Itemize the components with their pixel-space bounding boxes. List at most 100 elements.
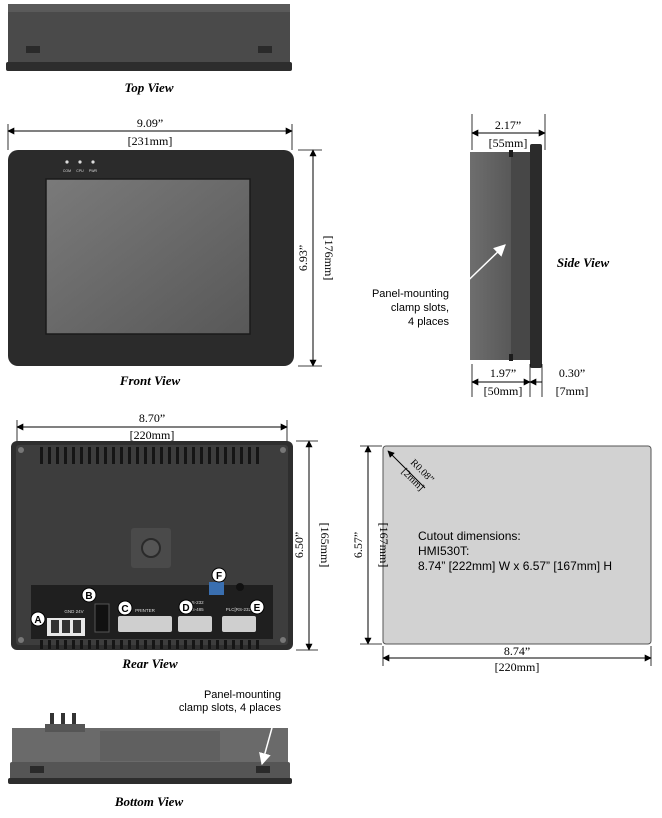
vent-slot <box>96 640 99 649</box>
vent-slot <box>136 640 139 649</box>
power-terminal-label: GND 24V <box>64 609 83 614</box>
side-note-line1: Panel-mounting <box>372 288 449 300</box>
top-view-body <box>8 4 290 66</box>
side-bezel-in: 0.30” <box>559 366 585 380</box>
vent-slot <box>248 447 251 464</box>
terminal-screw-3 <box>73 620 81 633</box>
bottom-terminal-pin-3 <box>72 713 76 729</box>
side-view-bezel <box>530 144 542 368</box>
top-view: Top View <box>6 4 292 95</box>
vent-slot <box>208 640 211 649</box>
led-cpu-label: CPU <box>76 169 84 173</box>
vent-slot <box>80 447 83 464</box>
rear-screw-br <box>280 637 286 643</box>
bottom-view-base <box>10 762 290 781</box>
terminal-screw-2 <box>62 620 70 633</box>
front-width-in: 9.09” <box>137 116 163 130</box>
rear-view: 8.70” [220mm] GND 24V PRINTER RS-232 RS-… <box>11 411 332 671</box>
vent-slot <box>240 447 243 464</box>
vent-slot <box>48 640 51 649</box>
vent-slot <box>224 447 227 464</box>
cutout-text-line2: HMI530T: <box>418 544 469 558</box>
vent-slot <box>120 447 123 464</box>
vent-slot <box>208 447 211 464</box>
vent-slot <box>184 640 187 649</box>
cutout-radius-arrow <box>387 450 426 489</box>
cutout-height-mm: [167mm] <box>377 523 391 568</box>
side-depth-in: 2.17” <box>495 118 521 132</box>
vent-slot <box>168 447 171 464</box>
rear-vents-top <box>40 447 259 464</box>
vent-slot <box>88 447 91 464</box>
vent-slot <box>120 640 123 649</box>
callout-a: A <box>30 611 46 627</box>
led-cpu-icon <box>78 160 82 164</box>
cutout-width-in: 8.74” <box>504 644 530 658</box>
bottom-view: Panel-mounting clamp slots, 4 places Bot… <box>8 689 292 809</box>
callout-f-label: F <box>216 571 222 582</box>
cutout-text-line3: 8.74” [222mm] W x 6.57” [167mm] H <box>418 559 612 573</box>
bottom-terminal-pin-2 <box>61 713 65 729</box>
callout-b-label: B <box>85 591 92 602</box>
bottom-note-line2: clamp slots, 4 places <box>179 702 282 714</box>
cutout-text-line1: Cutout dimensions: <box>418 529 521 543</box>
bottom-slot-left <box>30 766 44 773</box>
bottom-terminal-pin-1 <box>50 713 54 729</box>
rear-screw-bl <box>18 637 24 643</box>
vent-slot <box>240 640 243 649</box>
vent-slot <box>144 640 147 649</box>
top-view-title: Top View <box>124 80 173 95</box>
vent-slot <box>72 640 75 649</box>
bottom-view-bezel <box>8 778 292 784</box>
vent-slot <box>160 640 163 649</box>
vent-slot <box>112 640 115 649</box>
callout-d-label: D <box>182 603 189 614</box>
vent-slot <box>72 447 75 464</box>
vent-slot <box>136 447 139 464</box>
cutout-width-mm: [220mm] <box>495 660 540 674</box>
front-height-mm: [176mm] <box>322 236 336 281</box>
vent-slot <box>64 447 67 464</box>
top-view-slot-left <box>26 46 40 53</box>
led-pwr-label: PWR <box>89 169 98 173</box>
front-view-title: Front View <box>119 373 181 388</box>
rear-reset-hole <box>236 583 244 591</box>
side-view: 2.17” [55mm] Panel-mounting clamp slots,… <box>372 114 610 398</box>
plc-port-label: PLC[RS-232] <box>226 607 253 612</box>
bottom-note-arrow <box>259 716 276 766</box>
vent-slot <box>40 640 43 649</box>
cutout-area <box>382 445 652 645</box>
top-view-bezel <box>6 62 292 71</box>
callout-c: C <box>117 600 133 616</box>
rs232-port-label: RS-232 <box>188 600 204 605</box>
printer-port <box>118 616 172 632</box>
top-view-top-edge <box>8 4 290 12</box>
vent-slot <box>112 447 115 464</box>
rear-width-mm: [220mm] <box>130 428 175 442</box>
vent-slot <box>216 447 219 464</box>
vent-slot <box>144 447 147 464</box>
rear-mount-knob <box>141 538 161 558</box>
bottom-note-line1: Panel-mounting <box>204 689 281 701</box>
cutout-height-in: 6.57” <box>351 532 365 558</box>
bottom-slot-right <box>256 766 270 773</box>
vent-slot <box>80 640 83 649</box>
rear-screw-tl <box>18 447 24 453</box>
side-view-rear-step <box>511 152 530 360</box>
vent-slot <box>56 447 59 464</box>
side-body-mm: [50mm] <box>484 384 523 398</box>
vent-slot <box>176 447 179 464</box>
vent-slot <box>128 447 131 464</box>
vent-slot <box>192 640 195 649</box>
vent-slot <box>216 640 219 649</box>
front-width-mm: [231mm] <box>128 134 173 148</box>
vent-slot <box>40 447 43 464</box>
side-bezel-mm: [7mm] <box>556 384 589 398</box>
vent-slot <box>248 640 251 649</box>
side-body-in: 1.97” <box>490 366 516 380</box>
callout-a-label: A <box>34 615 41 626</box>
led-pwr-icon <box>91 160 95 164</box>
vent-slot <box>200 447 203 464</box>
side-slot-bottom <box>509 354 513 361</box>
front-height-in: 6.93” <box>296 245 310 271</box>
